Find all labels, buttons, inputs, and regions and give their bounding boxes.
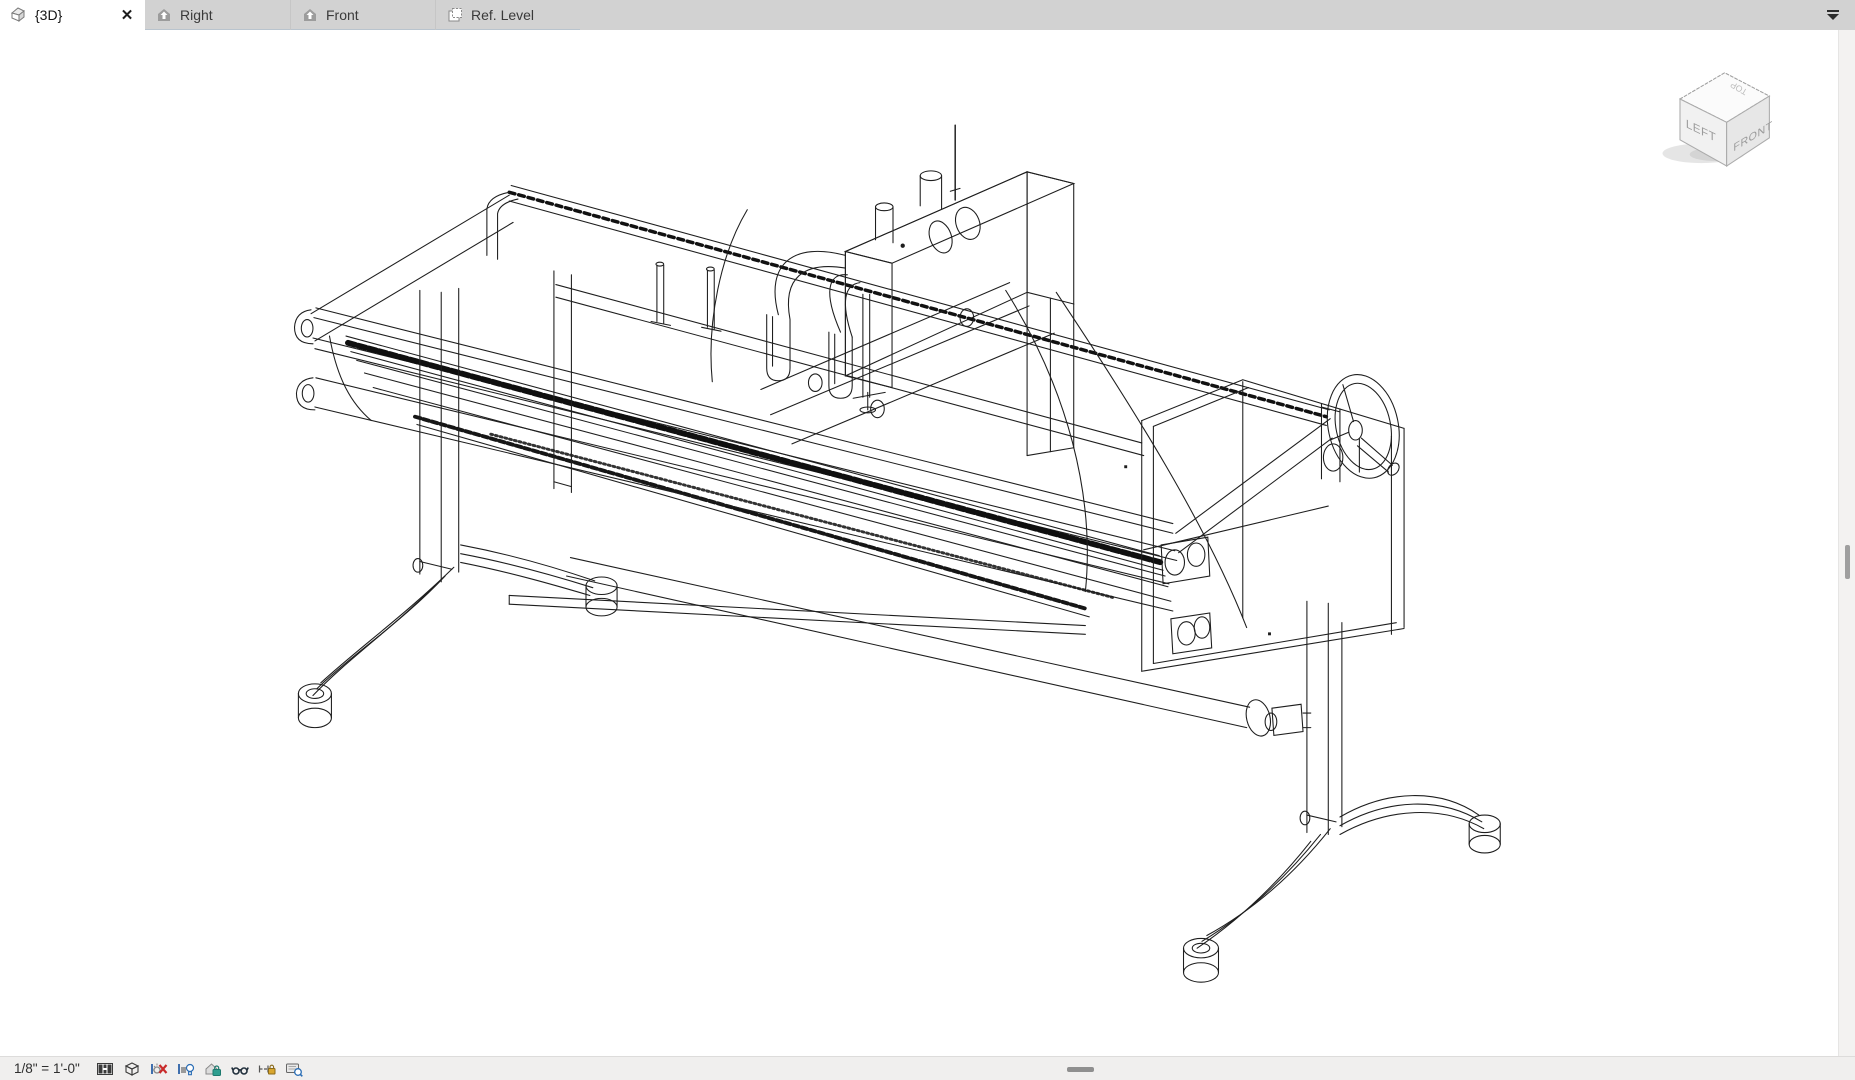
tab-list-button[interactable] [1811,0,1855,30]
elevation-view-icon [304,9,316,21]
temporary-hide-isolate-icon [230,1066,249,1075]
temporary-hide-isolate-button[interactable] [230,1059,250,1079]
vertical-scrollbar[interactable] [1838,30,1855,1056]
right-leg-assembly [1182,600,1501,983]
plan-view-icon [448,8,462,22]
shadows-button[interactable] [176,1059,196,1079]
detail-level-button[interactable] [95,1059,115,1079]
tab-label: Ref. Level [471,7,535,23]
view-tab-bar: {3D} ✕ Right Front Ref. Level [0,0,1855,30]
table-frame-rails [293,184,1330,618]
visual-style-button[interactable] [122,1059,142,1079]
horizontal-scrollbar-thumb[interactable] [1067,1067,1094,1072]
close-icon[interactable]: ✕ [120,7,134,24]
machine-head [710,124,1248,629]
view-cube[interactable]: LEFT FRONT TOP [1662,72,1773,168]
sun-path-off-icon [150,1063,168,1074]
tab-list-chevron-icon [1827,10,1839,20]
left-leg-assembly [297,287,618,729]
detail-level-icon [96,1062,113,1075]
left-fabric-rollers [295,377,1174,612]
drawing-area[interactable]: LEFT FRONT TOP [0,30,1855,1056]
temporary-view-properties-button[interactable] [284,1059,304,1079]
elevation-view-icon [158,9,170,21]
view-cube-front-face[interactable] [1726,95,1770,168]
shadows-off-icon [177,1063,194,1075]
temporary-view-properties-icon [285,1063,303,1077]
tab-label: Right [180,7,213,23]
scale-button[interactable]: 1/8" = 1'-0" [14,1061,80,1076]
right-end-frame [1124,379,1405,672]
tab-label: Front [326,7,359,23]
tab-3d-view[interactable]: {3D} ✕ [0,0,145,30]
wireframe-model: LEFT FRONT TOP [293,72,1773,983]
locked-3d-view-button[interactable] [203,1059,223,1079]
hand-wheel [1320,374,1400,483]
tab-ref-level-view[interactable]: Ref. Level [435,0,580,30]
reveal-constraints-button[interactable] [257,1059,277,1079]
tab-right-view[interactable]: Right [145,0,290,30]
locked-3d-view-icon [205,1062,221,1076]
reveal-constraints-icon [258,1064,276,1074]
sun-path-button[interactable] [149,1059,169,1079]
vertical-scrollbar-thumb[interactable] [1845,545,1850,579]
visual-style-icon [124,1061,140,1076]
tab-front-view[interactable]: Front [290,0,435,30]
3d-view-icon [10,7,25,23]
view-control-bar: 1/8" = 1'-0" [0,1056,1855,1080]
take-up-roller [508,557,1312,737]
tab-label: {3D} [35,7,63,23]
